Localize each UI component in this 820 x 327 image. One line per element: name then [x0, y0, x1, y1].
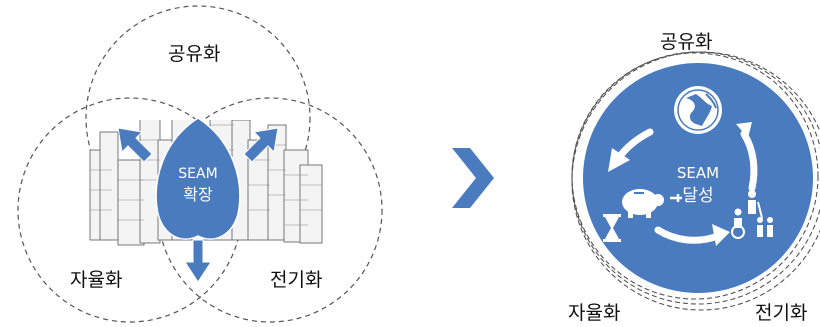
- people-icon: [731, 190, 773, 239]
- left-label-sharing: 공유화: [168, 43, 221, 65]
- outer-rings: [571, 51, 820, 311]
- globe-icon: [674, 86, 722, 134]
- arrow-to-right: [654, 226, 722, 244]
- left-label-autonomy: 자율화: [70, 269, 123, 291]
- cycle-arrows: [616, 128, 758, 244]
- arrow-to-left: [616, 128, 654, 160]
- left-center-line2: 확장: [183, 185, 213, 204]
- cycle-arrowheads: [608, 122, 752, 246]
- right-label-autonomy: 자율화: [568, 302, 621, 324]
- left-label-electrification: 전기화: [270, 269, 323, 291]
- arrow-to-top: [740, 130, 758, 192]
- hourglass-icon: [603, 214, 621, 242]
- piggy-bank-icon: [622, 189, 682, 218]
- chevron-right-icon: [452, 148, 494, 208]
- right-label-sharing: 공유화: [660, 31, 713, 53]
- right-center-line2: 달성: [682, 186, 713, 206]
- seam-achieved-circle: [583, 63, 813, 293]
- right-label-electrification: 전기화: [755, 302, 808, 324]
- seam-shield: [155, 117, 241, 240]
- right-center-line1: SEAM: [677, 164, 719, 182]
- arrow-up-left: [117, 127, 153, 163]
- arrow-up-right: [243, 127, 279, 163]
- expansion-arrows: [117, 127, 279, 283]
- left-center-line1: SEAM: [178, 166, 217, 182]
- arrow-down: [184, 239, 212, 283]
